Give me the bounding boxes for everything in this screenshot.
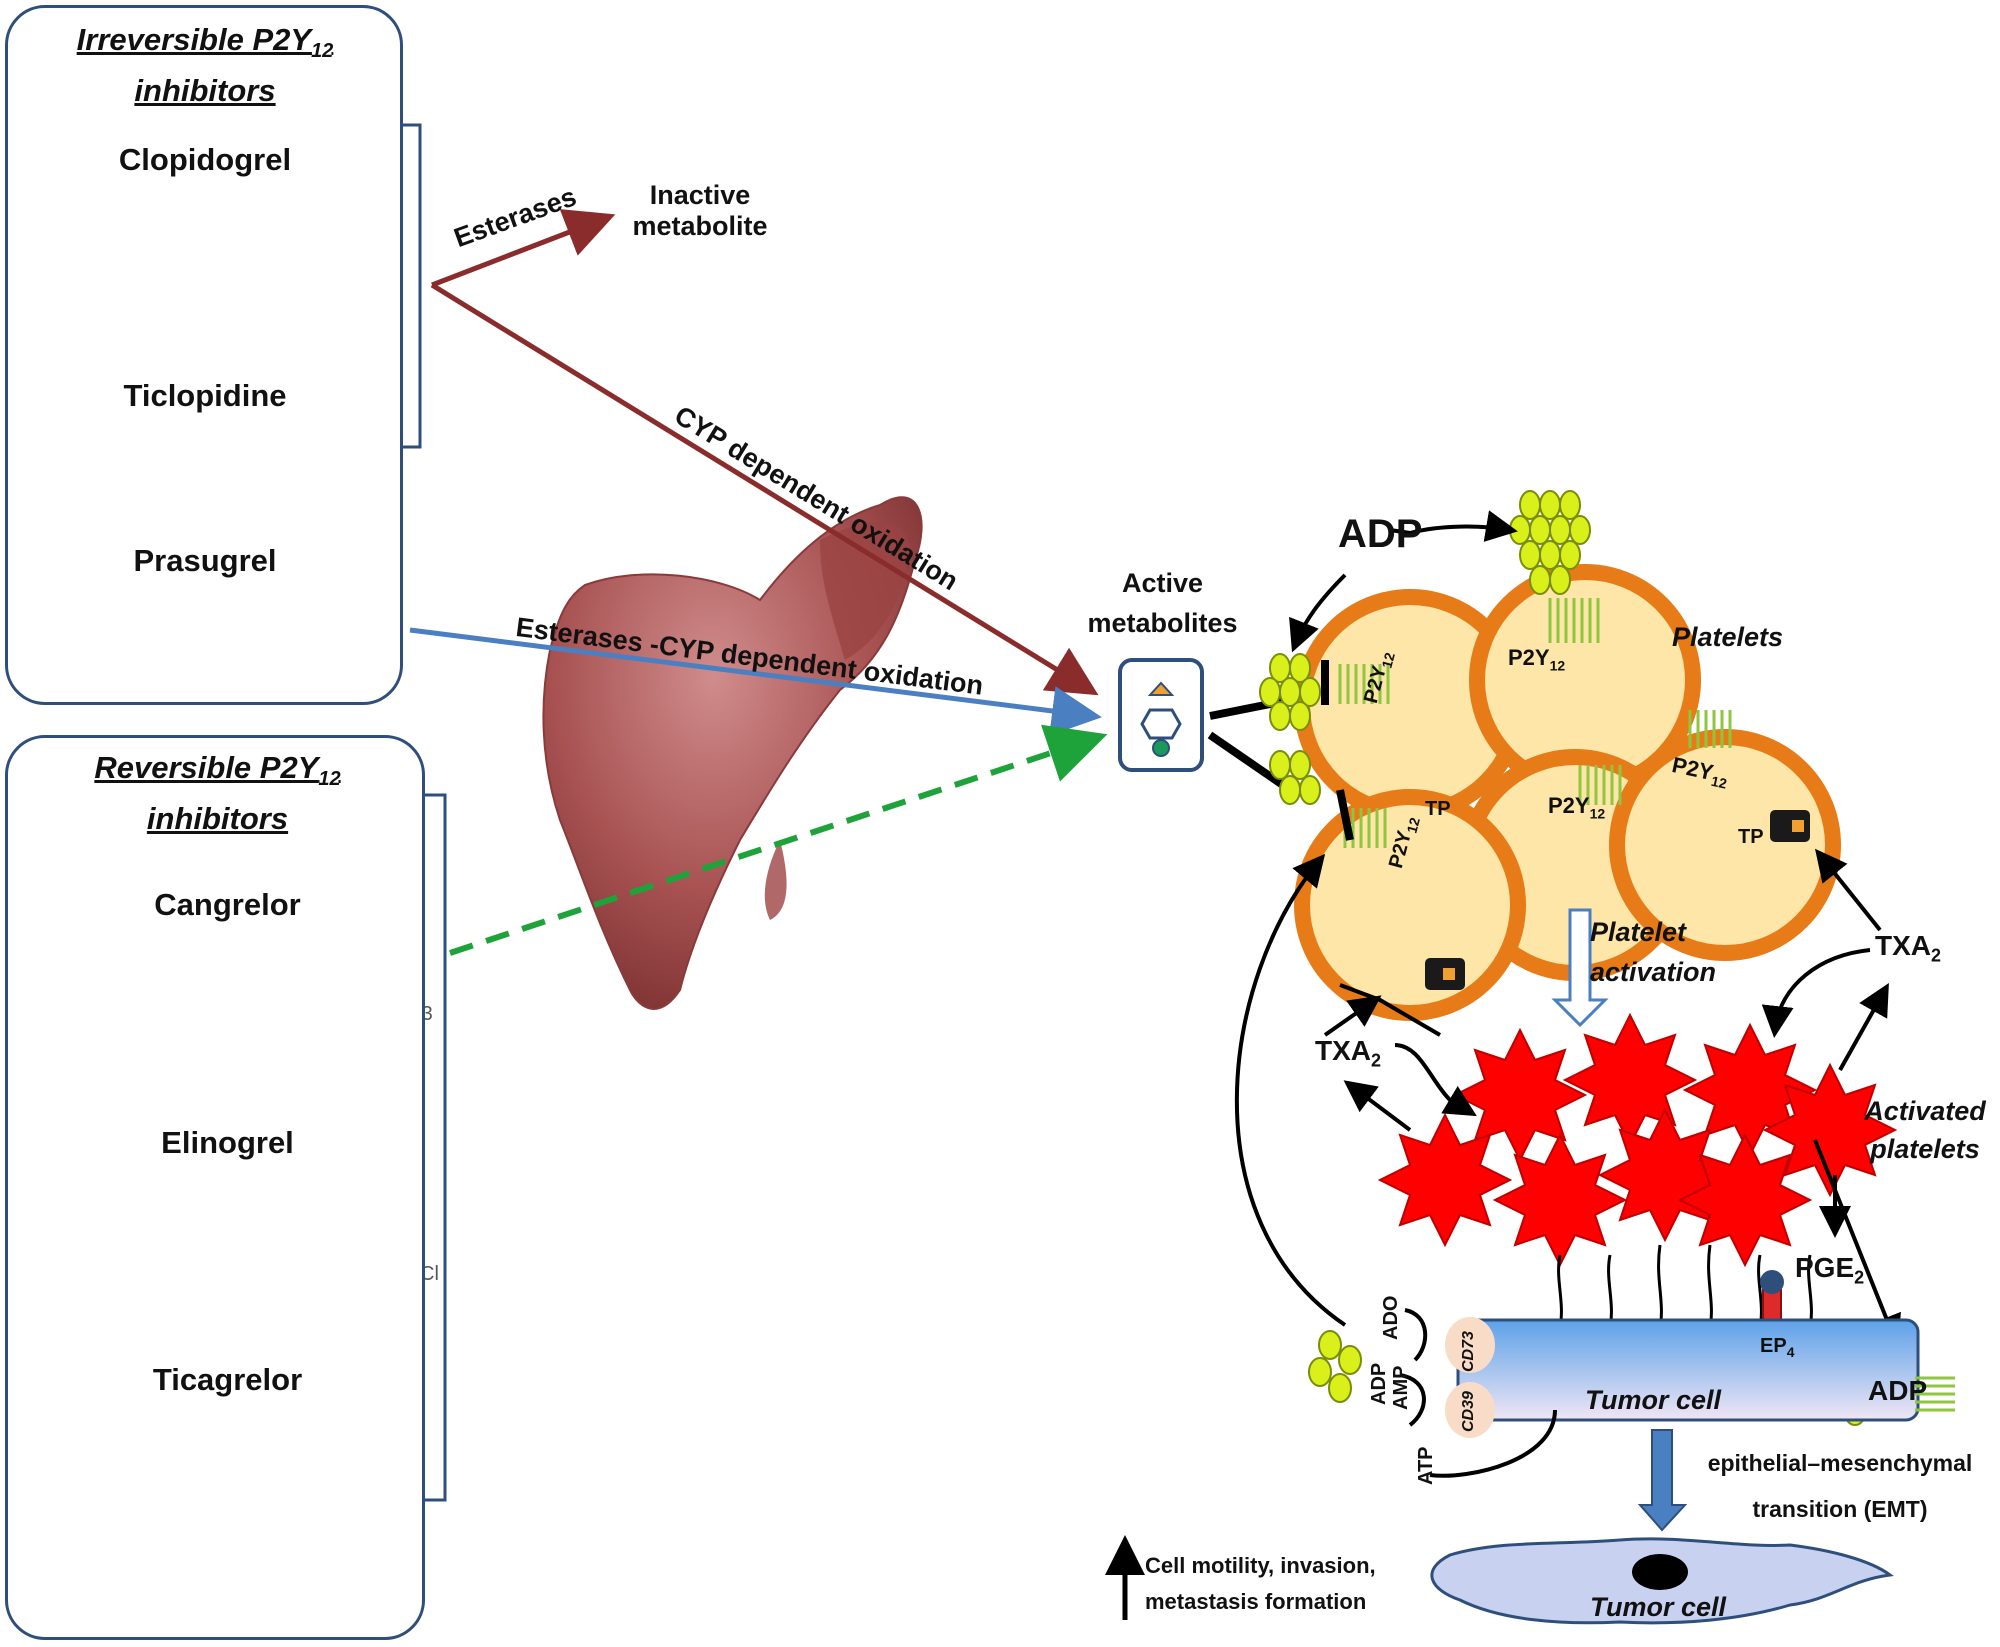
esterases-cyp-arrow [409, 627, 1102, 736]
cd73-label: CD73 [1460, 1331, 1477, 1372]
pge2-label: PGE2 [1795, 1252, 1865, 1288]
drug-clopidogrel: Clopidogrel [118, 142, 292, 177]
p2y12-label-3: P2Y12 [1548, 793, 1606, 822]
drug-prasugrel: Prasugrel [133, 543, 277, 578]
adp-left-label: ADP [1368, 1362, 1390, 1405]
p2y12-label-2: P2Y12 [1508, 645, 1566, 674]
reversible-bracket [425, 793, 447, 1502]
tp-label-1: TP [1425, 798, 1451, 820]
liver-illustration [542, 496, 923, 1010]
adp-top-label: ADP [1338, 512, 1423, 556]
drug-cangrelor: Cangrelor [154, 887, 301, 922]
esterases-arrow [431, 209, 616, 288]
tp-label-2: TP [1738, 826, 1764, 848]
platelets-label: Platelets [1672, 622, 1784, 652]
ep4-label: EP4 [1760, 1335, 1795, 1360]
amp-label: AMP [1390, 1365, 1412, 1410]
tumor-cell-shape [1456, 1318, 1920, 1422]
txa2-left-label: TXA2 [1315, 1035, 1382, 1071]
drug-ticlopidine: Ticlopidine [123, 378, 287, 413]
adp-right-label: ADP [1868, 1375, 1928, 1406]
ado-label: ADO [1380, 1295, 1402, 1340]
txa2-right-label: TXA2 [1875, 930, 1942, 966]
tumor-cell-bottom-label: Tumor cell [1590, 1592, 1727, 1622]
irreversible-heading: Irreversible P2Y12 inhibitors [76, 22, 334, 109]
active-metabolites-icon [1118, 658, 1204, 772]
irreversible-box [5, 5, 403, 705]
tumor-cell-label: Tumor cell [1585, 1385, 1722, 1415]
irreversible-bracket [400, 123, 422, 449]
drug-ticagrelor: Ticagrelor [152, 1362, 303, 1397]
motility-label: Cell motility, invasion,metastasis forma… [1145, 1553, 1376, 1614]
cyp-oxidation-arrow [430, 282, 1099, 696]
cd39-label: CD39 [1460, 1391, 1477, 1432]
drug-elinogrel: Elinogrel [161, 1125, 294, 1160]
activated-platelets [1377, 1012, 1898, 1268]
reversible-heading: Reversible P2Y12 inhibitors [94, 750, 341, 837]
reversible-box [5, 735, 425, 1640]
atp-label: ATP [1415, 1446, 1437, 1485]
